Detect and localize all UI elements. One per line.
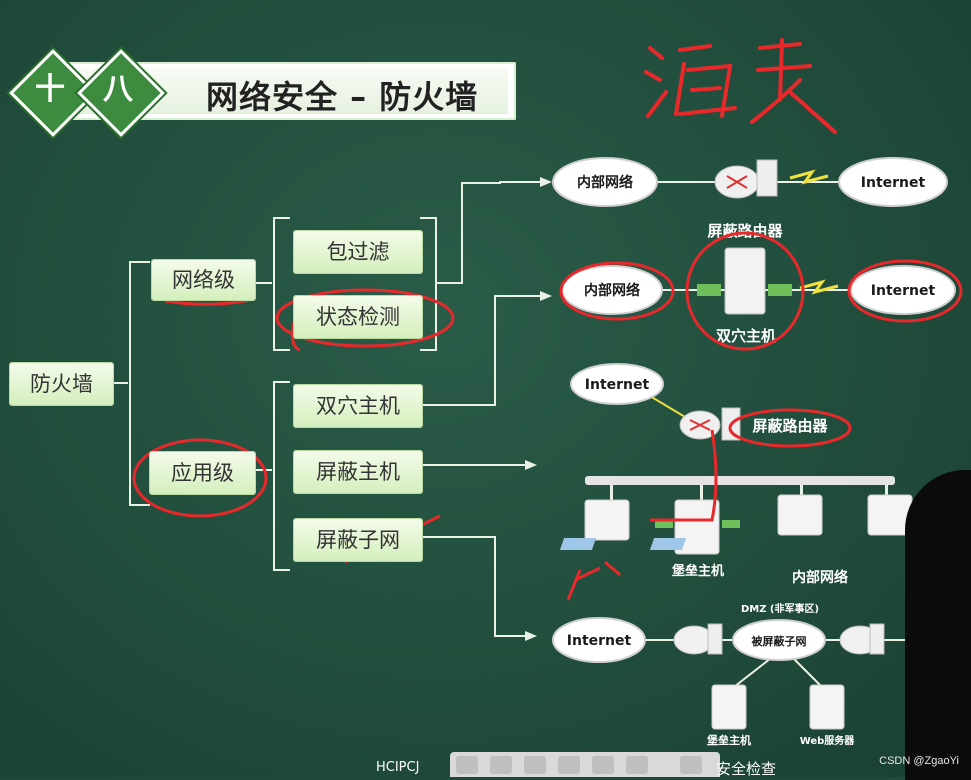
cloud-internet bbox=[838, 157, 948, 207]
node-screened-subnet: 屏蔽子网 bbox=[294, 519, 422, 561]
d4-internet-label: Internet bbox=[567, 633, 632, 649]
d2-inner-label: 内部网络 bbox=[584, 282, 640, 299]
network-bus bbox=[585, 476, 895, 485]
workstations bbox=[367, 494, 913, 555]
d1-device-label: 屏蔽路由器 bbox=[707, 222, 783, 240]
diagram-dual-homed bbox=[561, 247, 956, 315]
toolbar-button-4[interactable] bbox=[558, 756, 580, 774]
d1-internet-label: Internet bbox=[861, 175, 926, 191]
bastion-server-icon bbox=[711, 684, 747, 730]
cloud-internet-4 bbox=[552, 617, 646, 663]
d2-internet-label: Internet bbox=[871, 283, 936, 299]
red-annotations bbox=[132, 231, 963, 601]
server-icon bbox=[724, 247, 766, 315]
presenter-silhouette bbox=[905, 470, 971, 780]
badge-text-2: 八 bbox=[103, 72, 133, 107]
nic-icon-right bbox=[768, 284, 792, 296]
badge-text-1: 十 bbox=[35, 72, 65, 107]
d3-bastion-label: 堡垒主机 bbox=[672, 563, 724, 579]
toolbar-button-6[interactable] bbox=[626, 756, 648, 774]
tree-connectors bbox=[113, 181, 540, 637]
d3-internet-label: Internet bbox=[585, 377, 650, 393]
page-title: 网络安全 – 防火墙 bbox=[206, 78, 479, 116]
d4-dmz-label: DMZ (非军事区) bbox=[741, 602, 819, 615]
node-network-level: 网络级 bbox=[152, 260, 255, 300]
toolbar-left-text: HCIPCJ bbox=[376, 760, 420, 775]
d2-device-label: 双穴主机 bbox=[716, 327, 776, 345]
node-dual-homed-host: 双穴主机 bbox=[294, 385, 422, 427]
nic-icon-left bbox=[697, 284, 721, 296]
video-toolbar bbox=[450, 752, 720, 777]
toolbar-button-5[interactable] bbox=[592, 756, 614, 774]
cloud-internet-2 bbox=[850, 265, 956, 315]
cloud-inner-network bbox=[552, 157, 658, 207]
toolbar-button-1[interactable] bbox=[456, 756, 478, 774]
node-screened-host: 屏蔽主机 bbox=[294, 451, 422, 493]
toolbar-button-7[interactable] bbox=[680, 756, 702, 774]
d3-router-label: 屏蔽路由器 bbox=[752, 417, 828, 435]
lightning-icon-2 bbox=[799, 279, 839, 295]
d3-inner-label: 内部网络 bbox=[792, 569, 848, 586]
arrow-heads bbox=[525, 177, 552, 641]
diagram-screened-subnet bbox=[552, 617, 920, 730]
node-stateful-inspection: 状态检测 bbox=[294, 296, 422, 338]
d1-inner-label: 内部网络 bbox=[577, 174, 633, 191]
node-application-level: 应用级 bbox=[150, 452, 255, 494]
diagram-screened-host bbox=[367, 363, 913, 555]
d4-bastion-label: 堡垒主机 bbox=[707, 733, 751, 747]
firewall-icon bbox=[756, 159, 778, 197]
node-firewall: 防火墙 bbox=[10, 363, 113, 405]
node-packet-filter: 包过滤 bbox=[294, 231, 422, 273]
d4-web-label: Web服务器 bbox=[800, 734, 856, 747]
toolbar-button-3[interactable] bbox=[524, 756, 546, 774]
cloud-internet-3 bbox=[570, 363, 664, 405]
diagram-screened-router bbox=[552, 157, 948, 207]
cloud-screened-subnet bbox=[732, 619, 826, 661]
lightning-icon bbox=[789, 169, 829, 185]
toolbar-button-2[interactable] bbox=[490, 756, 512, 774]
d4-subnet-label: 被屏蔽子网 bbox=[752, 634, 807, 648]
toolbar-right-text: 安全检查 bbox=[716, 760, 777, 778]
handwritten-signature bbox=[644, 38, 837, 134]
watermark-credit: CSDN @ZgaoYi bbox=[879, 755, 959, 767]
web-server-icon bbox=[809, 684, 845, 730]
